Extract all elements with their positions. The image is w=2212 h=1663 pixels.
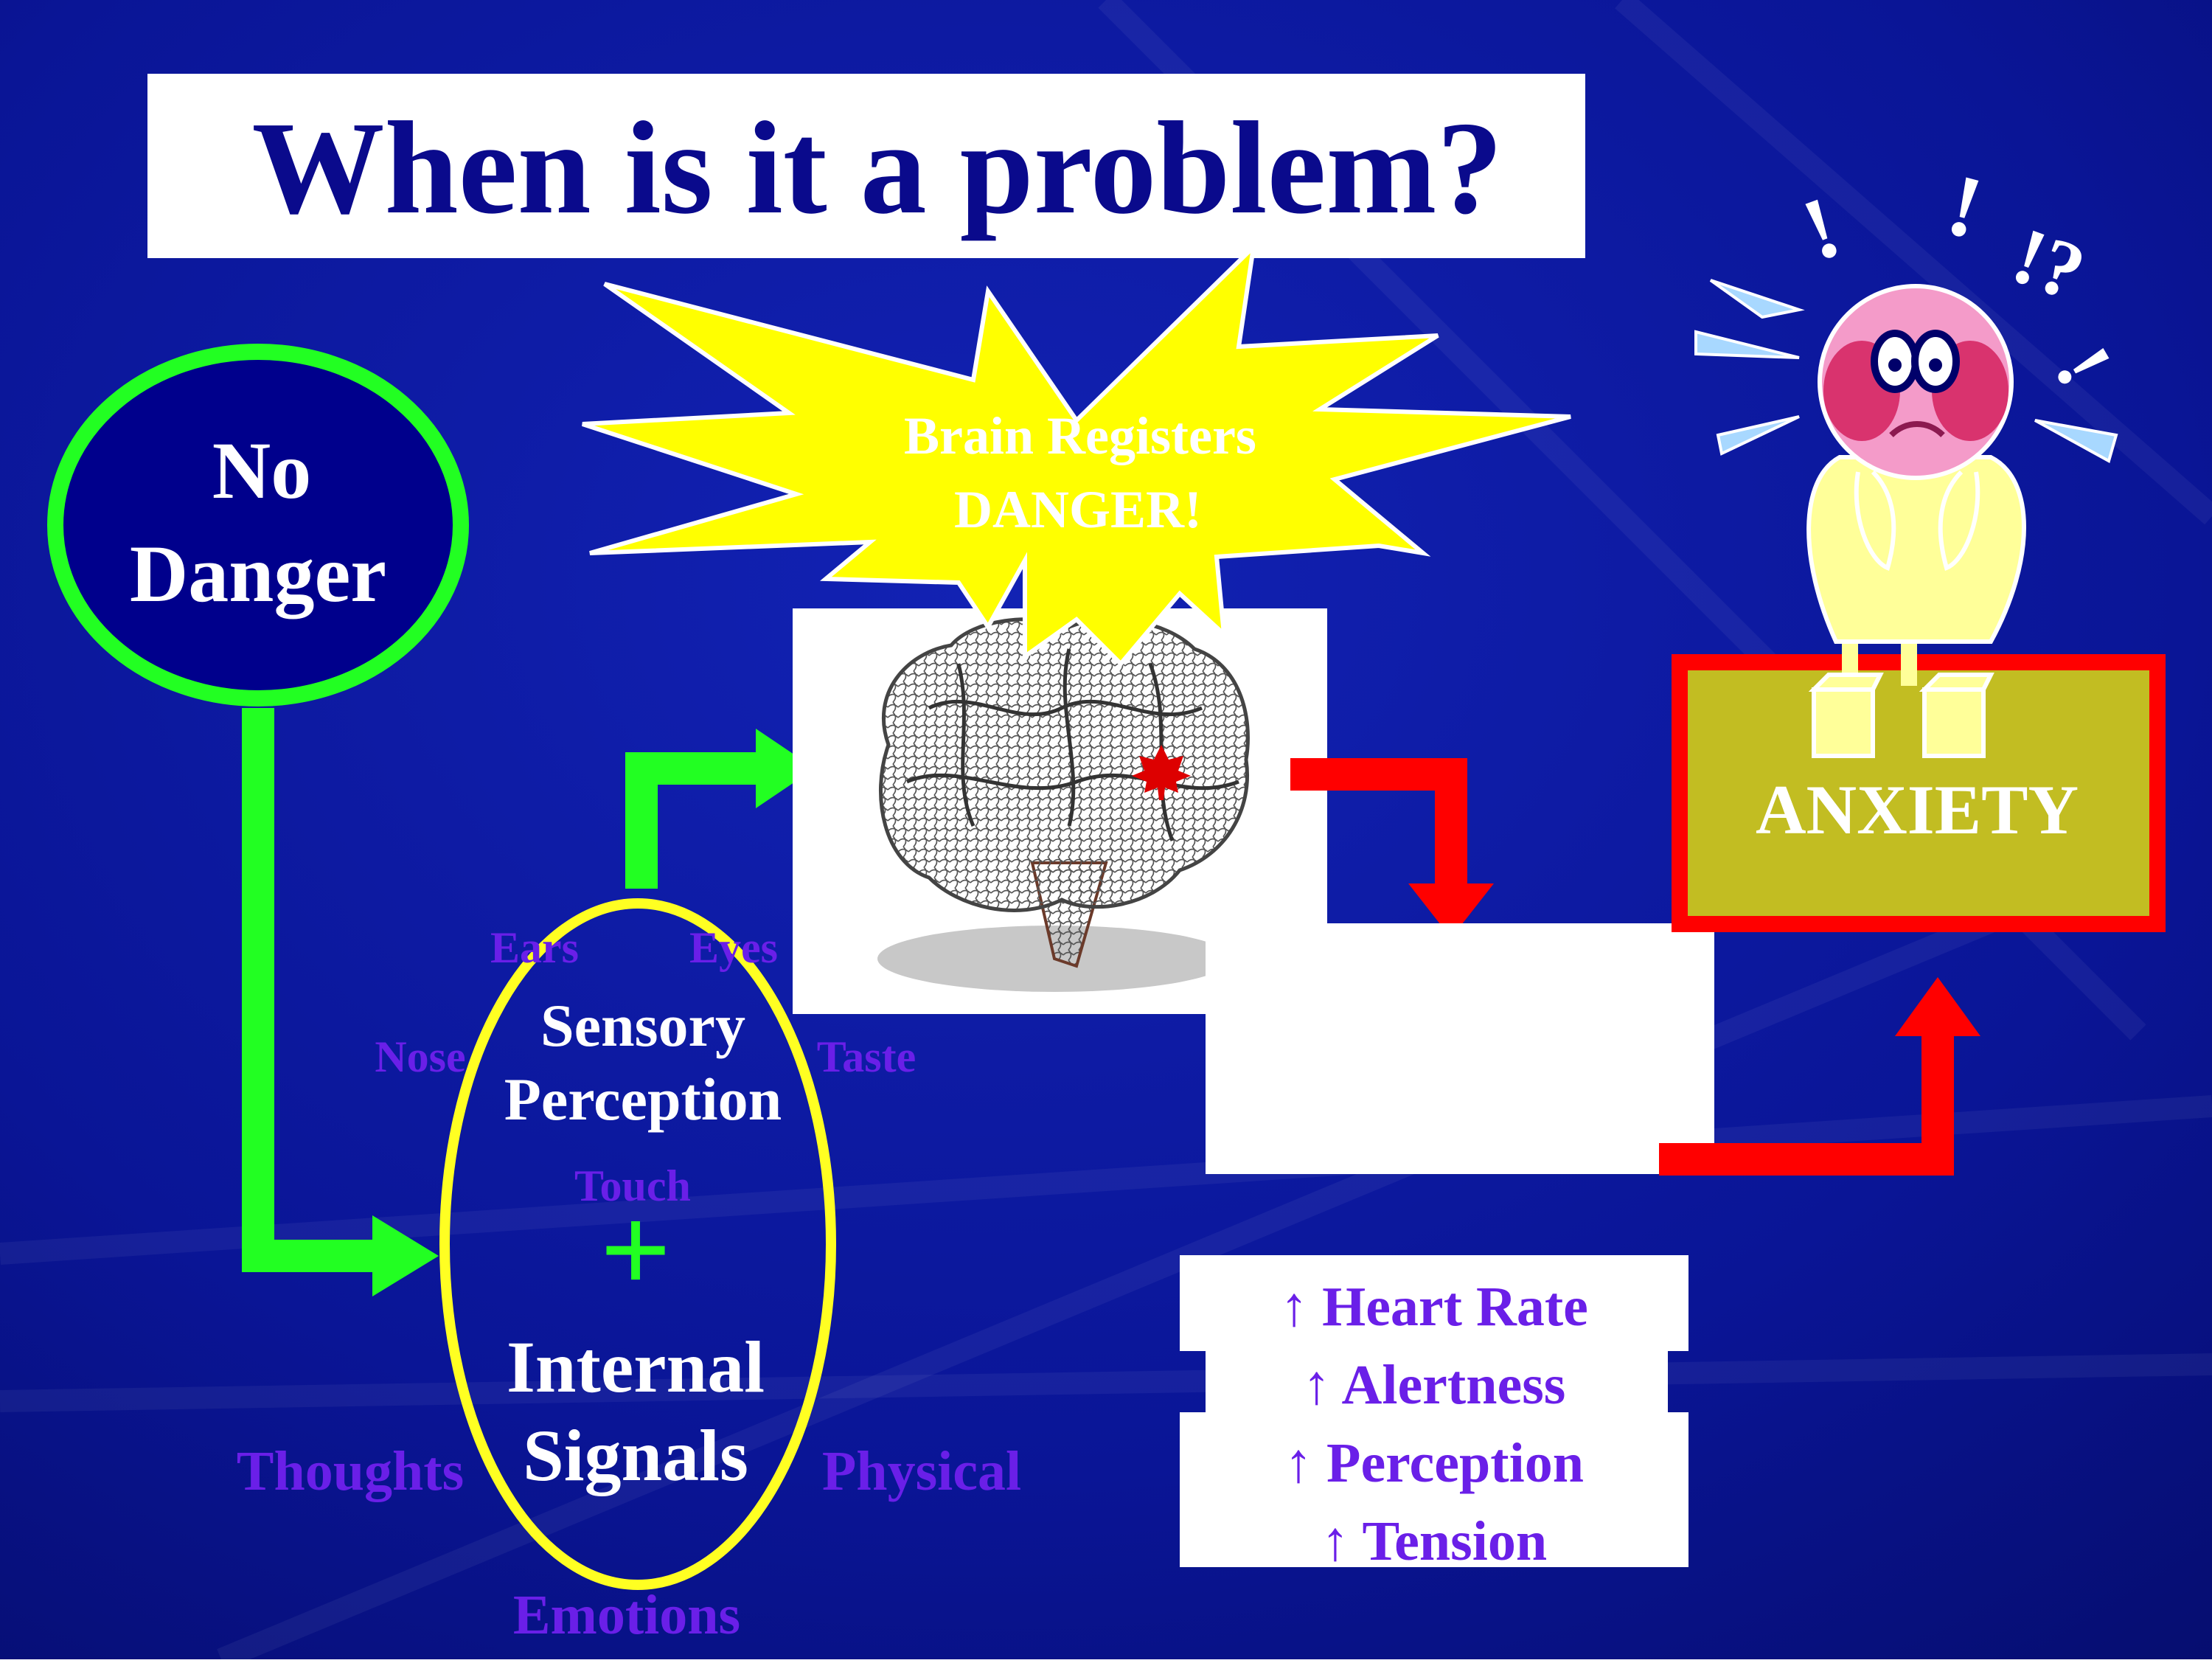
sensory-line2: Perception: [504, 1066, 782, 1133]
response-item: ↑ Tension: [1321, 1510, 1547, 1572]
red-arrow-up: [1659, 977, 1980, 1176]
title-box: [147, 74, 1585, 258]
internal-thoughts: Thoughts: [237, 1440, 464, 1502]
no-danger-line2: Danger: [130, 529, 386, 619]
response-item: ↑ Alertness: [1303, 1354, 1566, 1416]
red-arrow-down: [1290, 758, 1494, 938]
plus-sign: +: [600, 1181, 672, 1319]
sense-ears: Ears: [490, 923, 579, 972]
sense-nose: Nose: [375, 1032, 465, 1081]
burst-line2: DANGER!: [954, 480, 1202, 539]
no-danger-ellipse: [47, 344, 469, 706]
sense-touch: Touch: [574, 1162, 691, 1210]
green-arrow-down: [242, 708, 439, 1296]
maple-leaf-icon: [1132, 745, 1191, 800]
brain-image: [877, 617, 1250, 992]
anxious-character-icon: [1694, 279, 2118, 758]
internal-emotions: Emotions: [513, 1584, 740, 1646]
internal-physical: Physical: [822, 1440, 1021, 1502]
sensory-ellipse: [439, 898, 836, 1590]
green-arrow-up: [625, 729, 815, 889]
internal-line2: Signals: [523, 1414, 748, 1496]
response-item: ↑ Heart Rate: [1280, 1276, 1588, 1338]
response-item: ↑ Perception: [1284, 1432, 1584, 1494]
sense-taste: Taste: [817, 1032, 916, 1081]
burst-line1: Brain Registers: [904, 406, 1256, 465]
response-list-box: [1180, 1255, 1688, 1567]
no-danger-line1: No: [212, 426, 311, 515]
internal-line1: Internal: [507, 1326, 765, 1408]
danger-burst: [582, 240, 1571, 667]
anxiety-label: ANXIETY: [1756, 771, 2079, 849]
response-panel: [1206, 923, 1714, 1174]
page-title: When is it a problem?: [252, 94, 1503, 241]
anxiety-box: [1672, 654, 2166, 932]
sensory-line1: Sensory: [540, 992, 745, 1059]
response-list: ↑ Heart Rate ↑ Alertness ↑ Perception ↑ …: [1280, 1276, 1588, 1572]
sense-eyes: Eyes: [689, 923, 778, 972]
